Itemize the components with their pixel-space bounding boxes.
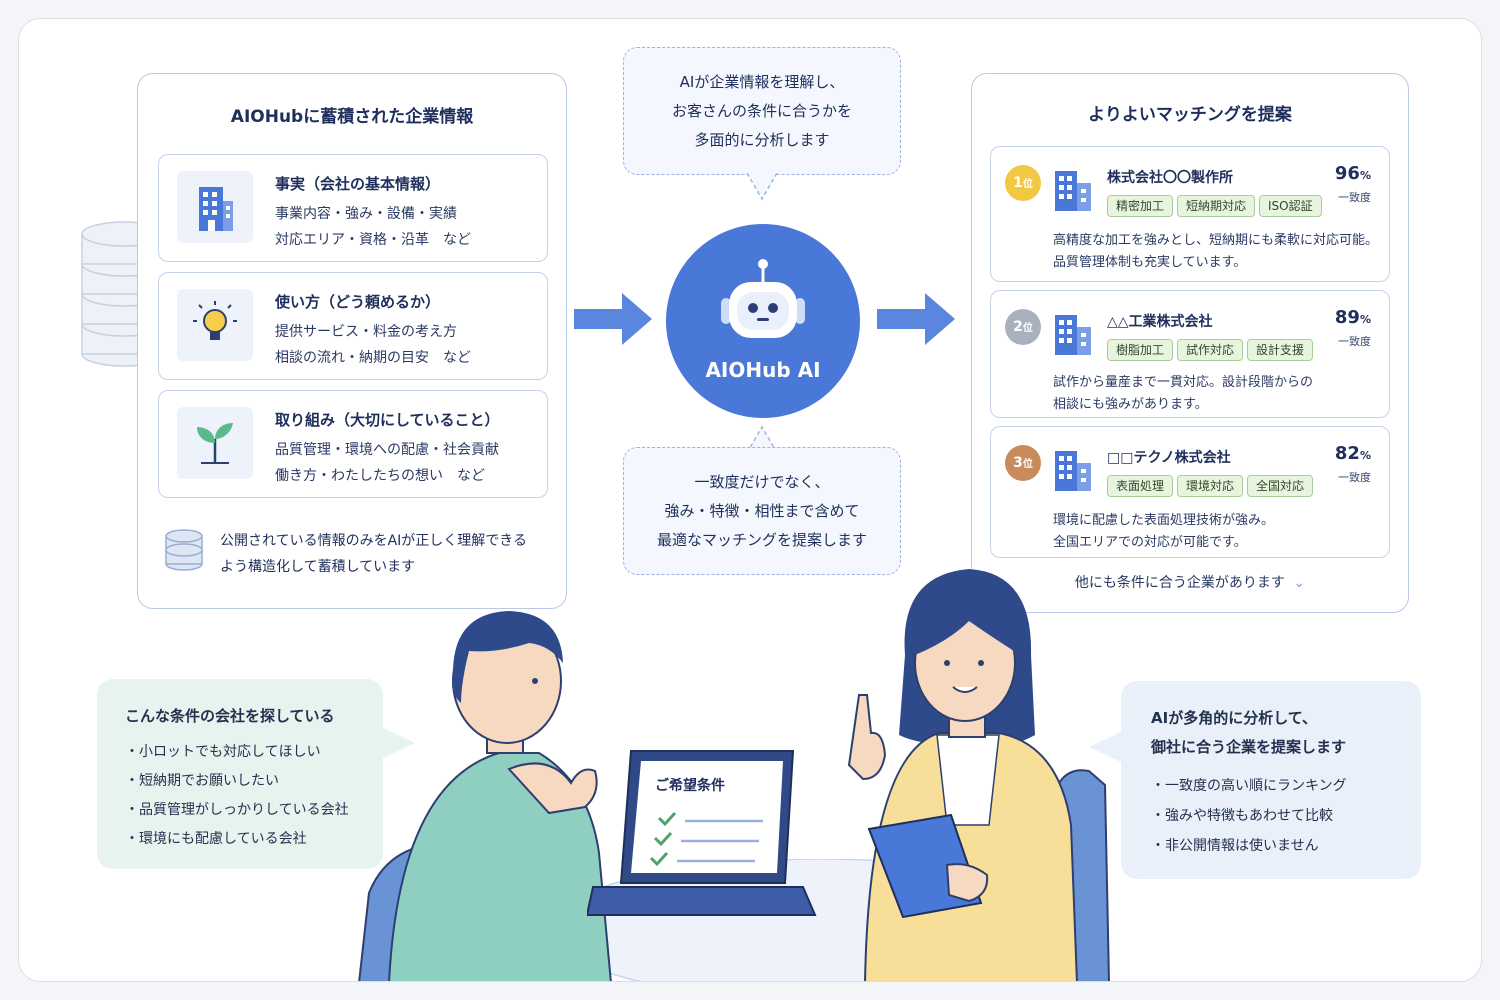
card-title: 取り組み（大切にしていること） — [275, 411, 500, 429]
match-label: 一致度 — [1338, 471, 1371, 484]
lightbulb-icon — [177, 289, 253, 361]
company-name: △△工業株式会社 — [1107, 314, 1213, 330]
bubble-title: こんな条件の会社を探している — [125, 707, 335, 725]
bubble-line: 多面的に分析します — [694, 131, 830, 149]
proposal-item: ・強みや特徴もあわせて比較 — [1151, 808, 1333, 824]
bubble-line: 強み・特徴・相性まで含めて — [664, 502, 860, 520]
need-item: ・短納期でお願いしたい — [125, 773, 279, 789]
rank-badge: 1位 — [1005, 165, 1041, 201]
company-desc: 品質管理体制も充実しています。 — [1053, 255, 1247, 270]
card-line: 事業内容・強み・設備・実績 — [275, 206, 457, 222]
storage-note: 公開されている情報のみをAIが正しく理解できる — [220, 533, 528, 549]
tag: 表面処理 — [1107, 475, 1174, 497]
building-icon — [1055, 451, 1091, 491]
tag: 試作対応 — [1177, 339, 1244, 361]
info-card-initiatives: 取り組み（大切にしていること） 品質管理・環境への配慮・社会貢献 働き方・わたし… — [158, 390, 548, 498]
rank-card-2[interactable]: 2位 △△工業株式会社 89% 一致度 樹脂加工 試作対応 設計支援 試作から量… — [990, 290, 1390, 418]
card-line: 働き方・わたしたちの想い など — [275, 468, 485, 484]
matching-panel: よりよいマッチングを提案 1位 株式会社〇〇製作所 96% 一致度 精密加工 短… — [971, 73, 1409, 613]
laptop-title: ご希望条件 — [655, 778, 725, 794]
panel-title: AIOHubに蓄積された企業情報 — [230, 107, 474, 127]
bubble-pointer — [381, 727, 415, 759]
tag: 精密加工 — [1107, 195, 1174, 217]
need-item: ・環境にも配慮している会社 — [125, 831, 307, 847]
company-name: 株式会社〇〇製作所 — [1107, 170, 1233, 186]
panel-title: よりよいマッチングを提案 — [1088, 105, 1292, 125]
bubble-line: 最適なマッチングを提案します — [656, 531, 867, 549]
need-item: ・品質管理がしっかりしている会社 — [125, 802, 349, 818]
bubble-pointer — [747, 173, 777, 201]
need-item: ・小ロットでも対応してほしい — [125, 744, 321, 760]
company-desc: 環境に配慮した表面処理技術が強み。 — [1053, 513, 1275, 528]
more-label: 他にも条件に合う企業があります — [1074, 575, 1285, 591]
company-desc: 試作から量産まで一貫対応。設計段階からの — [1053, 375, 1314, 390]
rank-badge: 3位 — [1005, 445, 1041, 481]
card-line: 提供サービス・料金の考え方 — [275, 324, 457, 340]
arrow-right-icon — [877, 293, 955, 345]
ai-label: AIOHub AI — [705, 358, 821, 382]
match-percent: 96% — [1334, 163, 1371, 184]
building-icon — [177, 171, 253, 243]
card-title: 事実（会社の基本情報） — [275, 175, 441, 193]
card-title: 使い方（どう頼めるか） — [275, 293, 441, 311]
company-info-panel: AIOHubに蓄積された企業情報 事実（会社の基本情報） 事業内容・強み・設備・… — [137, 73, 567, 609]
robot-icon — [721, 259, 805, 338]
advisor-proposal-bubble: AIが多角的に分析して、 御社に合う企業を提案します ・一致度の高い順にランキン… — [1121, 681, 1421, 879]
card-line: 品質管理・環境への配慮・社会貢献 — [275, 442, 499, 458]
storage-note: よう構造化して蓄積しています — [220, 559, 416, 575]
company-desc: 高精度な加工を強みとし、短納期にも柔軟に対応可能。 — [1053, 233, 1379, 248]
bubble-line: AIが企業情報を理解し、 — [679, 73, 845, 91]
rank-card-3[interactable]: 3位 □□テクノ株式会社 82% 一致度 表面処理 環境対応 全国対応 環境に配… — [990, 426, 1390, 558]
matching-bubble: 一致度だけでなく、 強み・特徴・相性まで含めて 最適なマッチングを提案します — [623, 447, 901, 575]
building-icon — [1055, 315, 1091, 355]
database-icon — [165, 529, 203, 571]
rank-card-1[interactable]: 1位 株式会社〇〇製作所 96% 一致度 精密加工 短納期対応 ISO認証 高精… — [990, 146, 1390, 282]
bubble-pointer — [1089, 731, 1123, 763]
customer-person — [358, 611, 612, 981]
ai-analysis-bubble: AIが企業情報を理解し、 お客さんの条件に合うかを 多面的に分析します — [623, 47, 901, 175]
tag: 全国対応 — [1247, 475, 1314, 497]
info-card-usage: 使い方（どう頼めるか） 提供サービス・料金の考え方 相談の流れ・納期の目安 など — [158, 272, 548, 380]
card-line: 相談の流れ・納期の目安 など — [275, 350, 471, 366]
building-icon — [1055, 171, 1091, 211]
rank-badge: 2位 — [1005, 309, 1041, 345]
match-label: 一致度 — [1338, 191, 1371, 204]
company-desc: 全国エリアでの対応が可能です。 — [1053, 535, 1247, 550]
customer-needs-bubble: こんな条件の会社を探している ・小ロットでも対応してほしい ・短納期でお願いした… — [97, 679, 383, 869]
more-companies-link[interactable]: 他にも条件に合う企業があります ⌄ — [972, 572, 1408, 592]
match-label: 一致度 — [1338, 335, 1371, 348]
tag: 短納期対応 — [1177, 195, 1256, 217]
card-line: 対応エリア・資格・沿革 など — [275, 232, 471, 248]
bubble-line: お客さんの条件に合うかを — [671, 102, 852, 120]
tag: 樹脂加工 — [1107, 339, 1174, 361]
proposal-item: ・非公開情報は使いません — [1151, 838, 1319, 854]
match-percent: 89% — [1334, 307, 1371, 328]
chevron-down-icon: ⌄ — [1293, 575, 1306, 591]
tag: 環境対応 — [1177, 475, 1244, 497]
tag: ISO認証 — [1259, 195, 1322, 217]
laptop-illustration — [587, 750, 817, 916]
bubble-line: 一致度だけでなく、 — [694, 473, 830, 491]
bubble-line: 御社に合う企業を提案します — [1151, 738, 1347, 756]
ai-core: AIOHub AI — [666, 224, 860, 418]
company-desc: 相談にも強みがあります。 — [1053, 397, 1208, 412]
diagram-frame: AIOHubに蓄積された企業情報 事実（会社の基本情報） 事業内容・強み・設備・… — [18, 18, 1482, 982]
bubble-pointer — [747, 425, 777, 453]
company-name: □□テクノ株式会社 — [1107, 450, 1231, 466]
bubble-line: AIが多角的に分析して、 — [1151, 709, 1317, 727]
info-card-facts: 事実（会社の基本情報） 事業内容・強み・設備・実績 対応エリア・資格・沿革 など — [158, 154, 548, 262]
advisor-person — [847, 569, 1110, 981]
tag: 設計支援 — [1247, 339, 1314, 361]
sprout-icon — [177, 407, 253, 479]
match-percent: 82% — [1334, 443, 1371, 464]
proposal-item: ・一致度の高い順にランキング — [1151, 778, 1347, 794]
arrow-right-icon — [574, 293, 652, 345]
